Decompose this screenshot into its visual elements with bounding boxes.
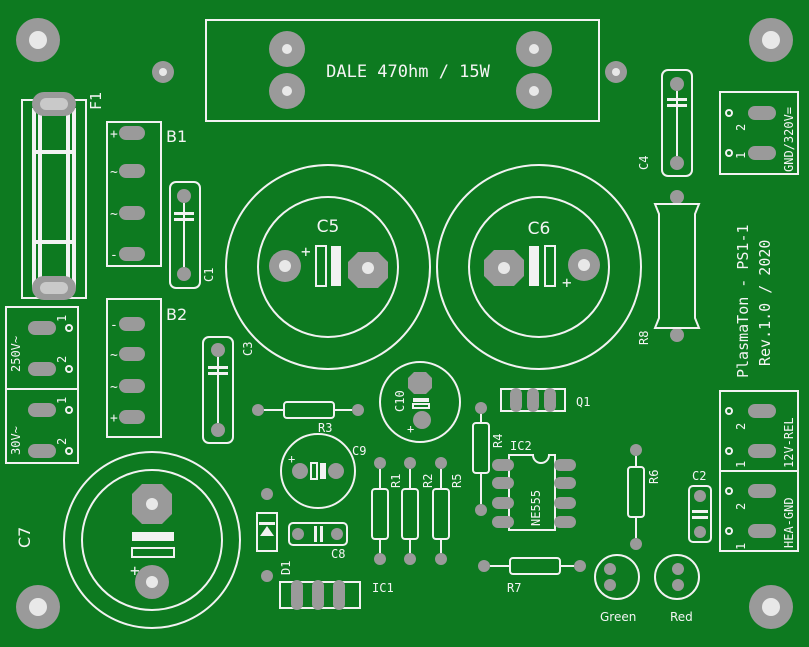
- c7-plus: +: [130, 561, 140, 580]
- resistor-r1: R1: [371, 457, 403, 565]
- resistor-r7: R7: [478, 557, 586, 595]
- capacitor-c2: C2: [688, 469, 712, 543]
- resistor-r3: R3: [252, 401, 364, 435]
- label-r7: R7: [507, 581, 521, 595]
- label-r4: R4: [491, 434, 505, 448]
- b1-plus: +: [110, 127, 118, 142]
- terminal-250v: 250V~ 1 2: [5, 306, 79, 390]
- b2-minus: -: [110, 318, 118, 333]
- label-c9: C9: [352, 444, 366, 458]
- label-c6: C6: [528, 219, 551, 239]
- b1-minus: -: [110, 248, 118, 263]
- label-led-red: Red: [670, 610, 693, 624]
- label-12v-rel: 12V-REL: [782, 417, 796, 468]
- label-c10: C10: [393, 390, 407, 412]
- resistor-r6: R6: [627, 444, 661, 550]
- bridge-b1: + ~ ~ - B1: [106, 121, 187, 267]
- label-c4: C4: [637, 156, 651, 170]
- power-resistor: DALE 470hm / 15W: [205, 19, 600, 122]
- resistor-r8: R8: [637, 190, 701, 345]
- capacitor-c6: + C6: [436, 164, 642, 370]
- label-r6: R6: [647, 470, 661, 484]
- c9-plus: +: [288, 452, 295, 466]
- label-c5: C5: [317, 217, 340, 237]
- b2-ac1: ~: [110, 348, 118, 363]
- label-b1: B1: [166, 127, 187, 146]
- terminal-hea-gnd: HEA-GND 2 1: [719, 470, 799, 552]
- fuse-holder-f1: F1: [21, 92, 105, 300]
- label-ic1: IC1: [372, 581, 394, 595]
- capacitor-c5: + C5: [225, 164, 431, 370]
- b2-plus: +: [110, 411, 118, 426]
- hea-pin2: 2: [734, 503, 748, 510]
- b2-ac2: ~: [110, 380, 118, 395]
- resistor-r2: R2: [401, 457, 435, 565]
- label-c1: C1: [202, 268, 216, 282]
- b1-ac2: ~: [110, 207, 118, 222]
- transistor-q1: Q1: [500, 388, 590, 412]
- rel-pin1: 1: [734, 461, 748, 468]
- board-title: PlasmaTon - PS1-1 Rev.1.0 / 2020: [734, 224, 774, 378]
- regulator-ic1: IC1: [279, 580, 394, 610]
- label-c2: C2: [692, 469, 706, 483]
- label-c7: C7: [15, 527, 34, 548]
- capacitor-c4: C4: [637, 69, 693, 177]
- label-r8: R8: [637, 331, 651, 345]
- resistor-r4: R4: [472, 402, 505, 516]
- 30v-pin1: 1: [55, 397, 69, 404]
- label-led-green: Green: [600, 610, 636, 624]
- gnd320-pin2: 2: [734, 124, 748, 131]
- c5-plus: +: [301, 242, 311, 261]
- led-red: Red: [654, 554, 700, 624]
- terminal-12v-rel: 12V-REL 2 1: [719, 390, 799, 472]
- label-d1: D1: [279, 561, 293, 575]
- label-hea-gnd: HEA-GND: [782, 497, 796, 548]
- power-resistor-label: DALE 470hm / 15W: [326, 62, 491, 82]
- led-green: Green: [594, 554, 640, 624]
- label-b2: B2: [166, 305, 187, 324]
- capacitor-c10: + C10: [379, 361, 461, 443]
- label-r3: R3: [318, 421, 332, 435]
- terminal-30v: 30V~ 1 2: [5, 388, 79, 464]
- label-r5: R5: [450, 474, 464, 488]
- hea-pin1: 1: [734, 543, 748, 550]
- capacitor-c9: + C9: [280, 433, 366, 509]
- label-ic2: IC2: [510, 439, 532, 453]
- label-30v: 30V~: [9, 426, 23, 455]
- ic2-ne555: IC2 NE555: [492, 439, 576, 531]
- ic2-part-number: NE555: [529, 490, 543, 526]
- mounting-holes: [16, 18, 793, 629]
- capacitor-c7: + C7: [15, 451, 241, 629]
- capacitor-c3: C3: [202, 336, 255, 444]
- bridge-b2: - ~ ~ + B2: [106, 298, 187, 438]
- 30v-pin2: 2: [55, 438, 69, 445]
- rel-pin2: 2: [734, 423, 748, 430]
- capacitor-c8: C8: [288, 522, 348, 561]
- 250v-pin2: 2: [55, 356, 69, 363]
- c10-plus: +: [407, 422, 414, 436]
- label-r2: R2: [421, 474, 435, 488]
- resistor-r5: R5: [432, 457, 464, 565]
- diode-d1: D1: [256, 488, 293, 582]
- gnd320-pin1: 1: [734, 152, 748, 159]
- terminal-gnd-320v: GND/320V= 2 1: [719, 91, 799, 175]
- label-250v: 250V~: [9, 336, 23, 372]
- b1-ac1: ~: [110, 165, 118, 180]
- 250v-pin1: 1: [55, 315, 69, 322]
- capacitor-c1: C1: [169, 181, 216, 289]
- label-r1: R1: [389, 474, 403, 488]
- c6-plus: +: [562, 273, 572, 292]
- label-gnd-320v: GND/320V=: [782, 107, 796, 172]
- title-line-2: Rev.1.0 / 2020: [756, 240, 774, 366]
- label-f1: F1: [87, 92, 105, 110]
- title-line-1: PlasmaTon - PS1-1: [734, 224, 752, 378]
- label-c8: C8: [331, 547, 345, 561]
- label-q1: Q1: [576, 395, 590, 409]
- label-c3: C3: [241, 342, 255, 356]
